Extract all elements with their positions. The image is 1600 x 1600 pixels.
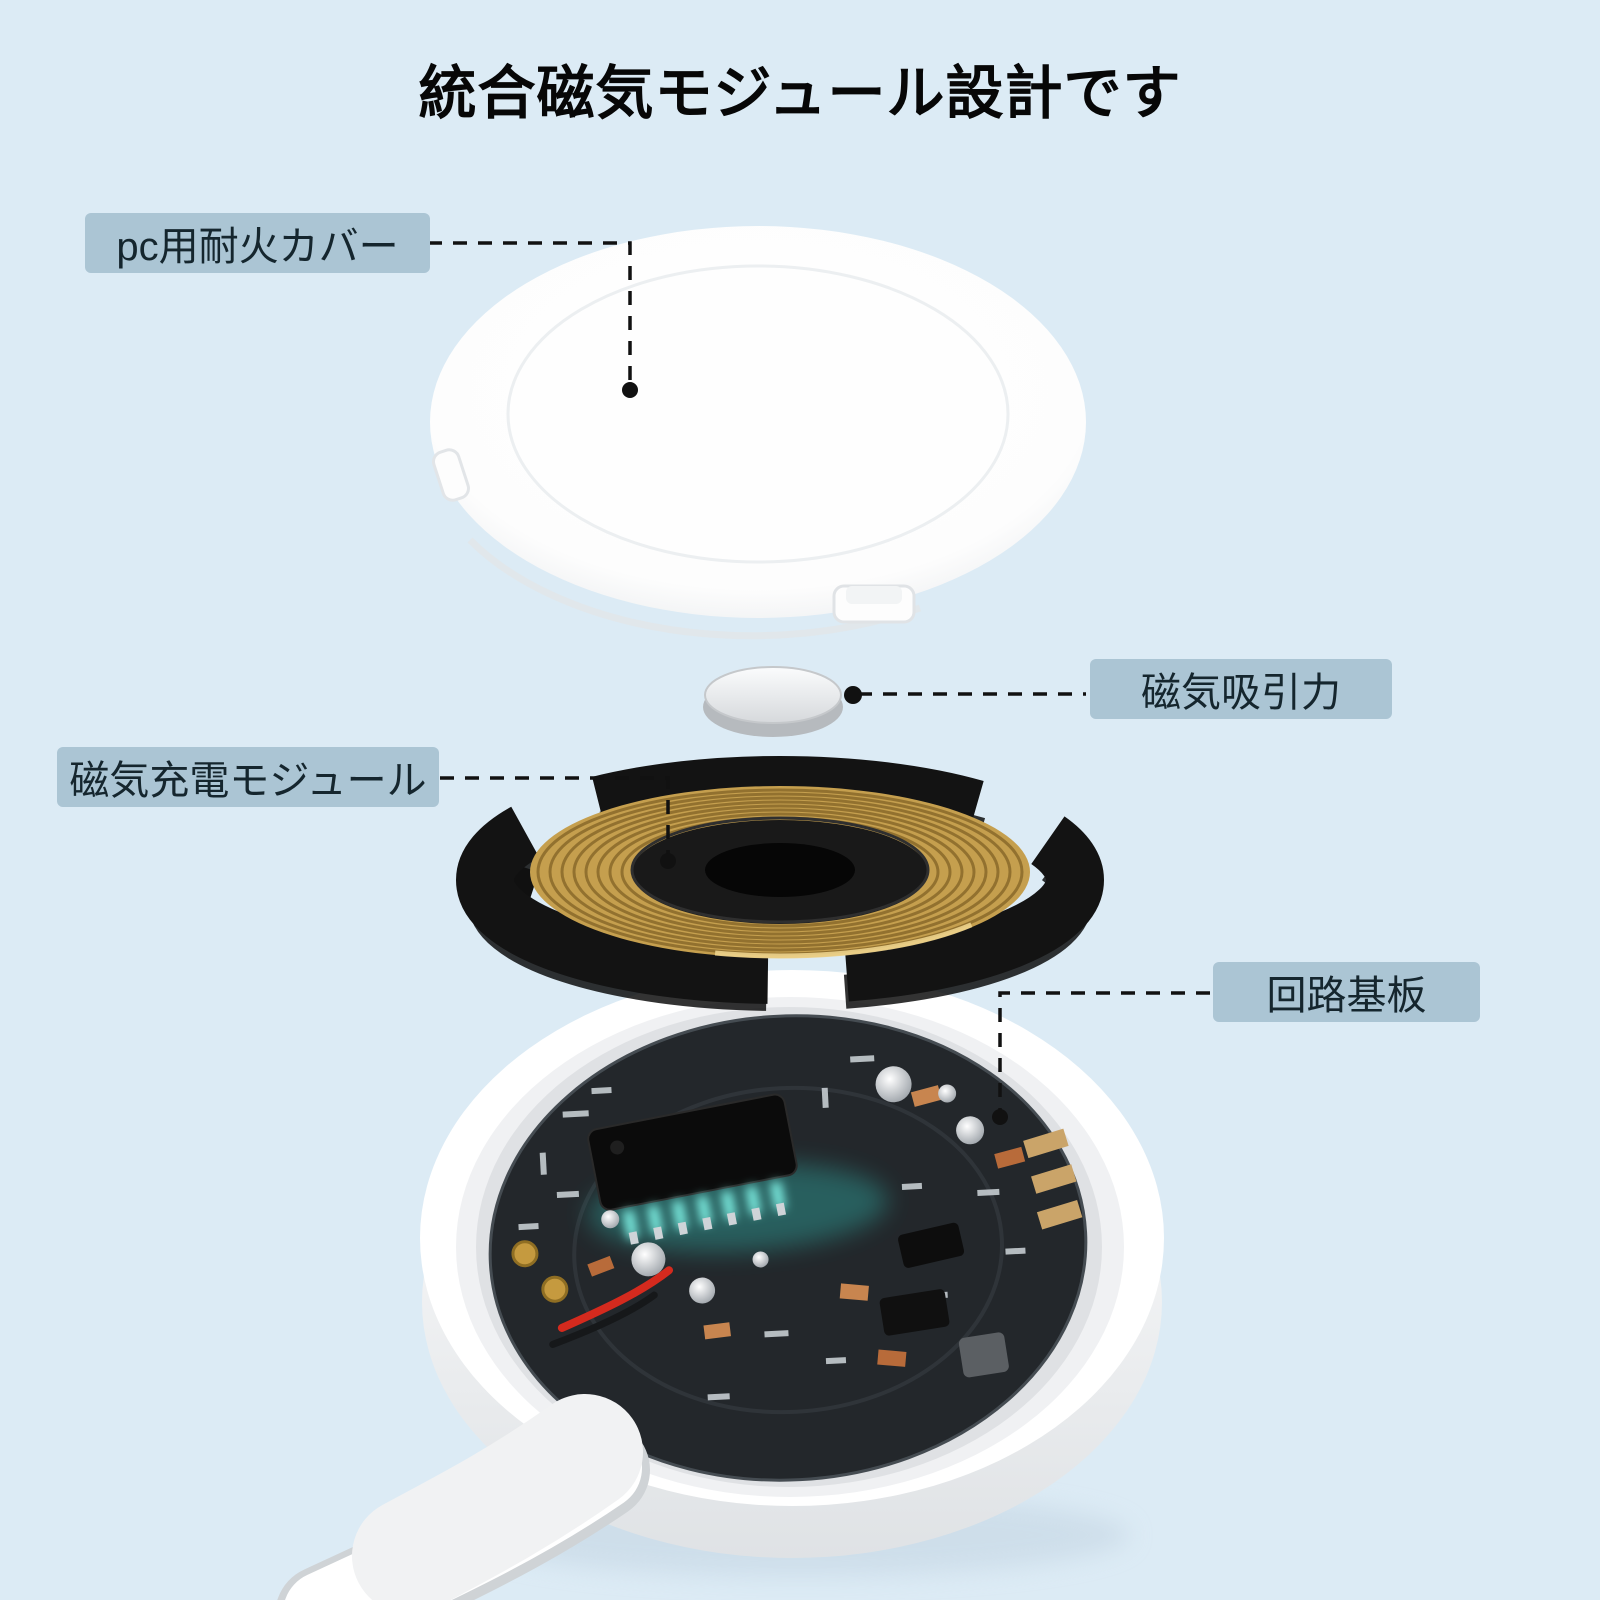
- gold-contact-pads: [511, 1240, 569, 1303]
- black-wire: [549, 1291, 658, 1348]
- top-cover: [430, 226, 1086, 640]
- connector-module: [440, 776, 670, 856]
- connector-cover: [428, 241, 632, 384]
- dot-module: [660, 853, 676, 869]
- circuit-board: [488, 1014, 1088, 1482]
- main-ic-chip: [587, 1093, 798, 1245]
- module-center-hole: [705, 843, 855, 897]
- label-charging-module: 磁気充電モジュール: [57, 747, 439, 807]
- cable-strain-relief: [352, 1394, 643, 1600]
- callout-connectors: [428, 241, 1210, 1112]
- connector-pcb: [998, 991, 1210, 1112]
- cover-tab-bottom: [832, 584, 916, 624]
- small-ic-chips: [879, 1222, 1009, 1378]
- solder-joints: [601, 1066, 985, 1304]
- charge-module: [456, 756, 1104, 1011]
- dot-cover: [622, 382, 638, 398]
- charging-cable: [277, 1394, 650, 1600]
- label-fireproof-cover: pc用耐火カバー: [85, 213, 430, 273]
- magnet-disc: [703, 666, 843, 737]
- cover-tab-left: [432, 448, 470, 502]
- red-wire: [557, 1266, 674, 1332]
- page-title: 統合磁気モジュール設計です: [418, 61, 1182, 126]
- callout-dots: [622, 382, 1008, 1125]
- dot-pcb: [992, 1109, 1008, 1125]
- label-magnetic-attraction: 磁気吸引力: [1090, 659, 1392, 719]
- module-outer-ring: [456, 756, 1104, 1004]
- label-circuit-board: 回路基板: [1213, 962, 1480, 1022]
- passive-components: [587, 1085, 1083, 1367]
- dot-magnet: [844, 686, 862, 704]
